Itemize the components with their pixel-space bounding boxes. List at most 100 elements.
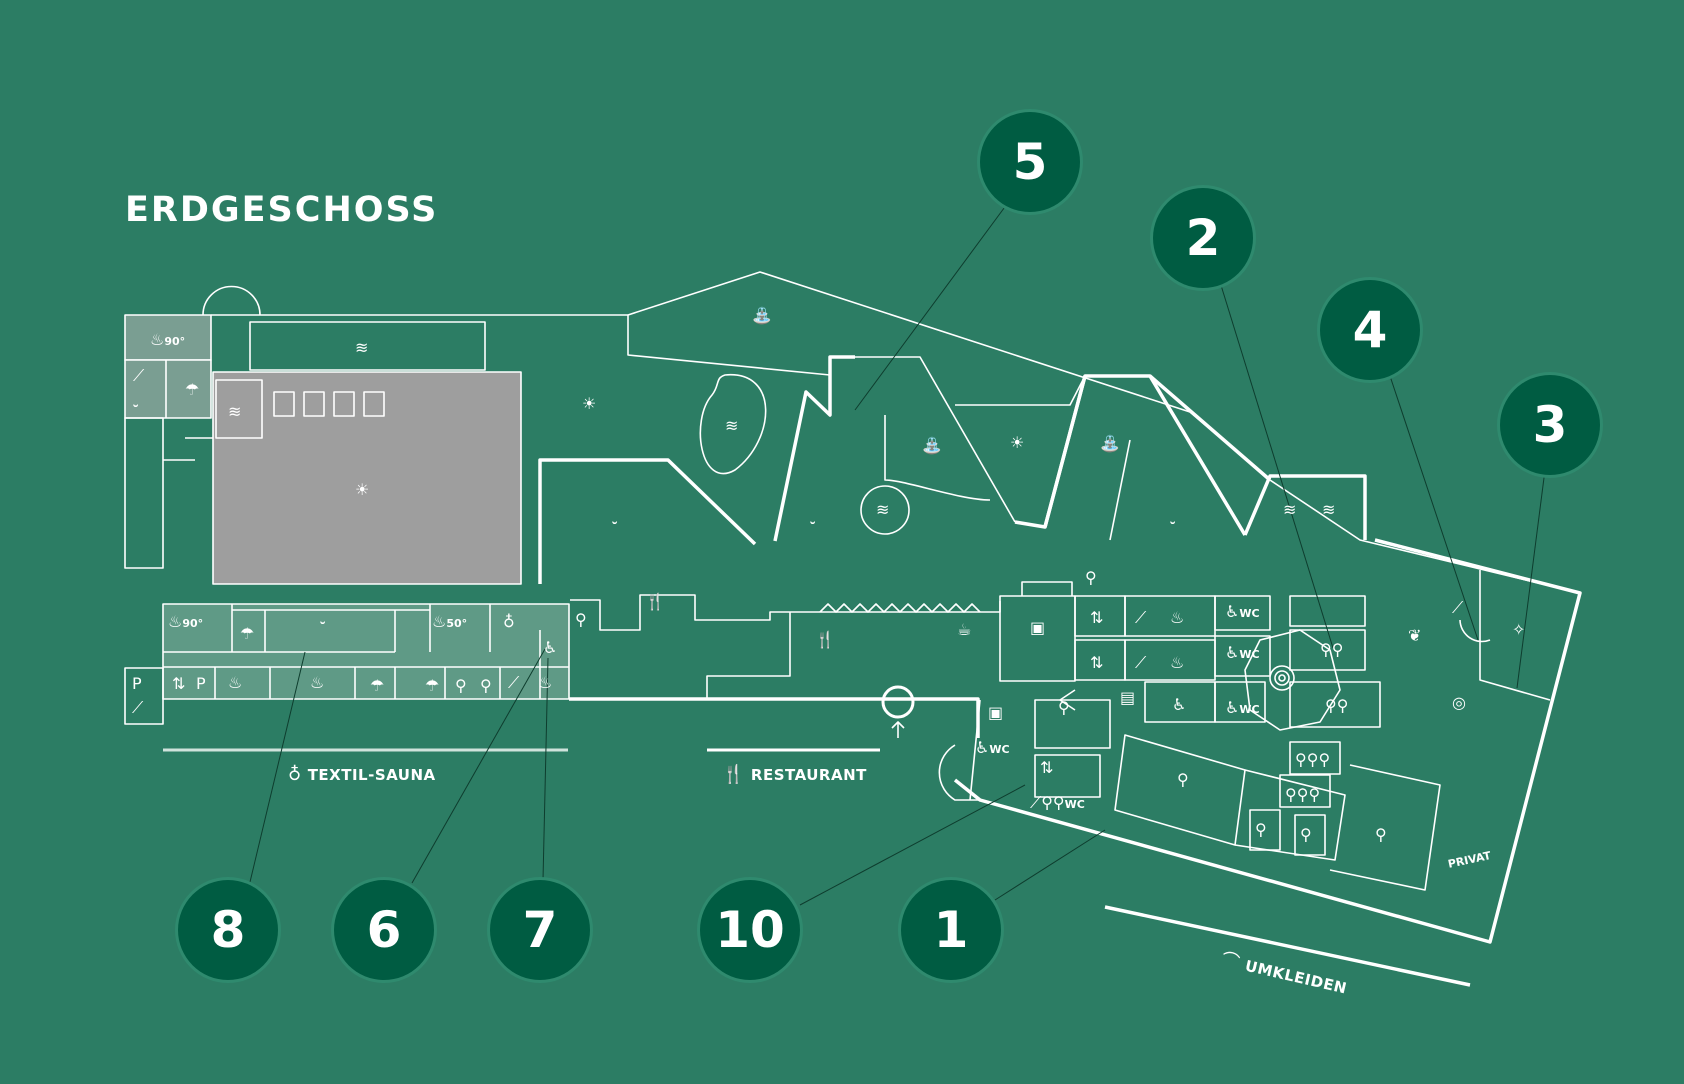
whirlpool-icon: ≋ [876,500,890,519]
zigzag-wall [819,603,981,613]
marker-3[interactable]: 3 [1500,375,1600,475]
shower-icon: ☂ [370,676,385,695]
textil-sauna-text: TEXTIL-SAUNA [307,766,436,784]
wheelchair-icon: ♿ [1172,695,1187,714]
pool-icon: ≋ [355,338,369,357]
shop-icon: ▣ [988,703,1004,722]
floor-title: ERDGESCHOSS [125,190,439,230]
marker-7[interactable]: 7 [490,880,590,980]
sauna-icon: ♨ [310,673,325,692]
sauna-icon: ♨ [228,673,243,692]
sauna-icon: ♨90° [150,330,186,349]
sun-lounger-icon: ☀ [582,394,597,413]
whirlpool-icon: ◎ [1452,693,1466,712]
massage-icon: ⚲ [1375,825,1387,844]
lounger-icon: ⏑ [810,513,816,532]
massage-icon: ⚲ [1177,770,1189,789]
lounger-icon: ⏑ [1170,513,1176,532]
shower-icon: ☂ [185,380,200,399]
parking-icon: P [196,674,206,693]
left-sauna-block [124,314,212,361]
marker-1[interactable]: 1 [901,880,1001,980]
hairdryer-icon: ⚲ [1255,820,1267,839]
wheelchair-icon: ♿WC [1225,643,1260,662]
zone-label-restaurant: 🍴 RESTAURANT [722,764,867,785]
fountain-icon: ⛲ [1100,434,1120,453]
shower-icon: ☂ [240,624,255,643]
stairs-icon: ⟋ [508,673,520,692]
elevator-icon: ⇅ [1090,608,1104,627]
wave-pool-icon: ≋ [725,416,739,435]
quiet-lounger-icon: ⏑ [320,613,326,632]
female-wc-icon: ⚲ [480,676,492,695]
entrance-circle [881,685,915,719]
left-stair-block [124,359,212,419]
central-octagon [1244,629,1341,731]
main-pool [212,371,522,585]
swimwear-icon: ♁ [503,612,515,631]
fountain-icon: ⛲ [922,436,942,455]
parking-icon: P [132,674,142,693]
restaurant-icon: 🍴 [815,630,835,649]
shop-icon: ▣ [1030,618,1046,637]
elevator-icon: ⇅ [1040,758,1054,777]
hanger-icon: ⌒ [1219,949,1243,974]
marker-4[interactable]: 4 [1320,280,1420,380]
family-icon: ⚲⚲ [1320,640,1344,659]
stairs-icon: ⟋ [133,366,145,385]
elevator-icon: ⇅ [1090,653,1104,672]
sauna-icon: ♨ [538,673,553,692]
family-icon: ⚲⚲⚲ [1285,785,1321,804]
swimwear-icon: ♁ [288,764,302,785]
wc-icon: ⟋⚲⚲WC [1030,793,1085,812]
sauna-icon: ♨90° [168,612,204,631]
upper-pool-room [249,321,486,371]
lounger-icon: ⏑ [612,513,618,532]
stairs-icon: ⟋ [132,698,144,717]
fountain-icon: ⛲ [752,306,772,325]
marker-8[interactable]: 8 [178,880,278,980]
family-icon: ⚲⚲ [1325,696,1349,715]
sauna-icon: ♨ [1170,608,1185,627]
reception-icon: ⚲ [1085,568,1097,587]
left-corridor [124,417,164,569]
wheelchair-icon: ♿WC [1225,602,1260,621]
restaurant-icon: 🍴 [645,592,665,611]
pool-ladder-icon: ≋ [228,402,242,421]
stairs-icon: ⟋ [1452,598,1464,617]
shower-icon: ☂ [425,676,440,695]
massage-icon: ❦ [1408,626,1422,645]
marker-5[interactable]: 5 [980,112,1080,212]
family-icon: ⚲⚲⚲ [1295,750,1331,769]
lagoon [699,374,767,475]
pool-icon: ≋ [1322,500,1336,519]
reception-icon: ⚲ [1058,698,1070,717]
wheelchair-icon: ♿ [543,638,558,657]
restaurant-text: RESTAURANT [750,766,867,784]
round-bay [202,285,261,316]
restaurant-icon: 🍴 [722,764,745,785]
sauna-icon: ♨ [1170,653,1185,672]
locker-icon: ▤ [1120,688,1136,707]
sun-lounger-icon: ☀ [1010,433,1025,452]
stairs-icon: ⟋ [1135,608,1147,627]
sauna-icon: ♨50° [432,612,468,631]
wheelchair-icon: ♿WC [975,738,1010,757]
spa-icon: ✧ [1512,620,1526,639]
marker-2[interactable]: 2 [1153,188,1253,288]
lounger-icon: ⏑ [133,396,139,415]
male-wc-icon: ⚲ [455,676,467,695]
steam-pool-icon: ≋ [1283,500,1297,519]
hairdryer-icon: ⚲ [1300,825,1312,844]
elevator-icon: ⇅ [172,674,186,693]
sun-lounger-icon: ☀ [355,480,370,499]
marker-6[interactable]: 6 [334,880,434,980]
zone-label-textil-sauna: ♁ TEXTIL-SAUNA [288,764,436,785]
wc-icon: ⚲ [575,610,587,629]
wheelchair-icon: ♿WC [1225,698,1260,717]
cafe-icon: ☕ [957,620,972,639]
stairs-icon: ⟋ [1135,653,1147,672]
marker-10[interactable]: 10 [700,880,800,980]
